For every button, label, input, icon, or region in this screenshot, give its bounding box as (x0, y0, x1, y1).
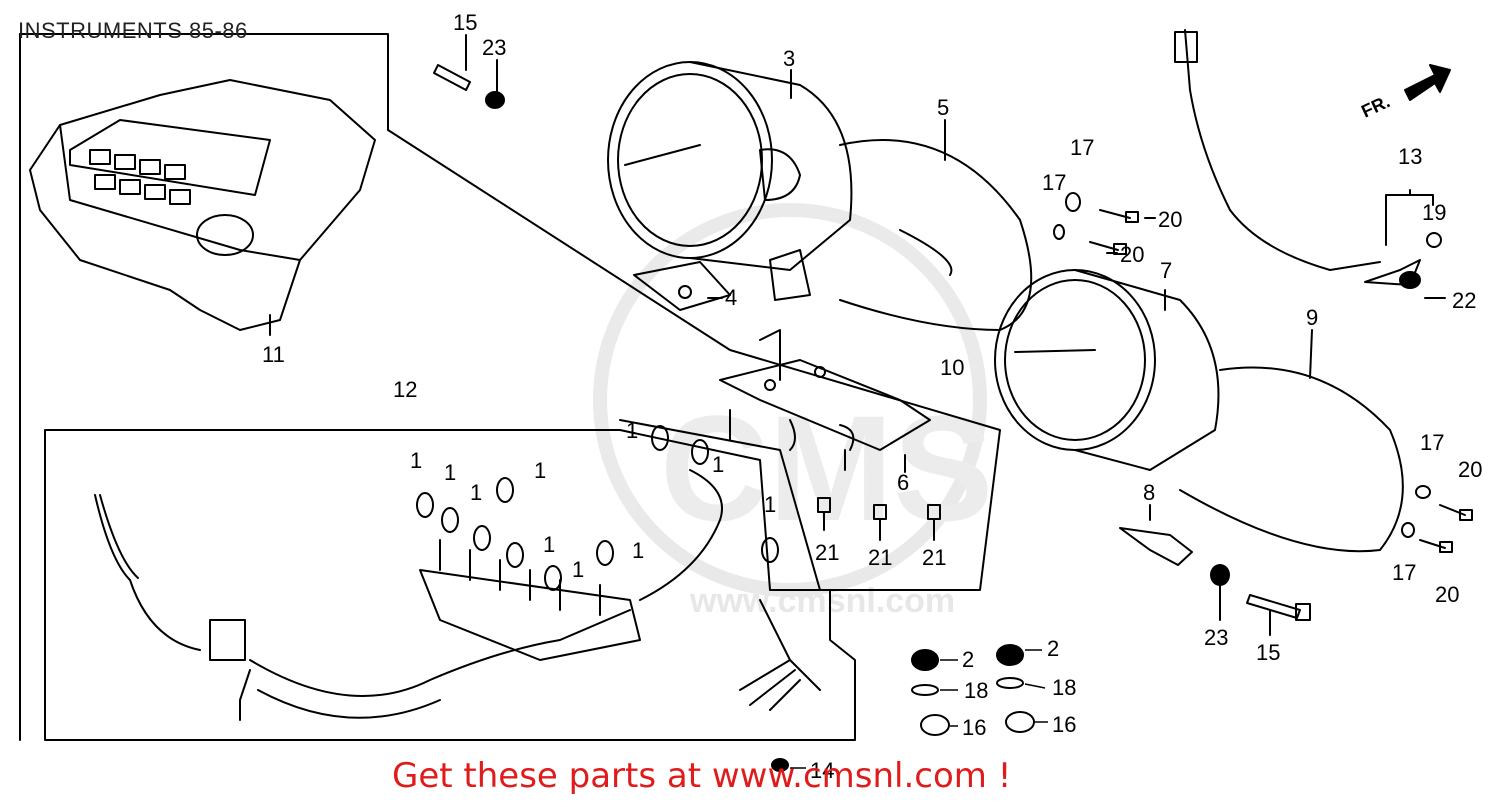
wiring-harness-part (94, 469, 821, 721)
screw-20-upper (1089, 209, 1156, 255)
callout-label: 20 (1458, 457, 1482, 482)
callout-label: 12 (393, 377, 417, 402)
callout-label: 1 (626, 418, 638, 443)
callout-label: 9 (1306, 305, 1318, 330)
callout-label: 20 (1158, 207, 1182, 232)
callout-label: 13 (1398, 144, 1422, 169)
callout-label: 2 (962, 647, 974, 672)
nut-23-lower (1210, 564, 1230, 621)
callout-label: 17 (1420, 430, 1444, 455)
callout-label: 20 (1435, 582, 1459, 607)
callout-label: 15 (453, 10, 477, 35)
nut-23-top (485, 59, 505, 109)
speedometer-cable-part (1174, 29, 1434, 286)
callout-label: 23 (482, 35, 506, 60)
cover-group-outline (299, 33, 1001, 591)
callout-label: 16 (962, 715, 986, 740)
callout-label: 3 (783, 46, 795, 71)
bulb-set (416, 425, 779, 591)
screw-21-set (817, 497, 941, 541)
grommet-22 (1399, 271, 1446, 299)
callout-label: 22 (1452, 288, 1476, 313)
tachometer-case-part (1179, 329, 1404, 553)
front-direction-arrow (1404, 64, 1451, 101)
callout-label: 16 (1052, 712, 1076, 737)
callout-label: 8 (1143, 480, 1155, 505)
callout-label: 17 (1042, 170, 1066, 195)
callout-label: 17 (1070, 135, 1094, 160)
bolt-15-top (433, 34, 471, 91)
callout-label: 1 (712, 452, 724, 477)
front-direction-label: FR. (1358, 91, 1393, 121)
callout-label: 5 (937, 95, 949, 120)
callout-label: 19 (1422, 200, 1446, 225)
callout-label: 1 (444, 460, 456, 485)
callout-label: 1 (764, 492, 776, 517)
footer-link-text: Get these parts at www.cmsnl.com ! (392, 756, 1012, 796)
callout-label: 15 (1256, 640, 1280, 665)
screw-14 (771, 758, 789, 772)
screw-20-lower (1419, 504, 1473, 553)
callout-label: 1 (543, 532, 555, 557)
speedometer-case-part (839, 119, 1033, 331)
washer-18-set (911, 677, 1024, 696)
callout-label: 2 (1047, 636, 1059, 661)
callout-label: 1 (572, 557, 584, 582)
meter-cover-part (29, 79, 376, 336)
washer-17-upper (1053, 192, 1081, 240)
bracket-8-part (1119, 504, 1193, 566)
callout-label: 4 (725, 285, 737, 310)
callout-label: 1 (470, 480, 482, 505)
washer-17-lower (1401, 485, 1431, 538)
callout-label: 11 (262, 342, 285, 367)
callout-labels: 15 23 3 5 17 17 20 20 13 19 22 4 7 9 11 … (262, 10, 1482, 783)
callout-label: 18 (964, 678, 988, 703)
cushion-16-set (920, 711, 1035, 736)
harness-group-outline (44, 429, 856, 741)
bolt-15-lower (1246, 594, 1311, 636)
page-title: INSTRUMENTS 85-86 (18, 18, 248, 43)
nut-19 (1426, 232, 1442, 248)
callout-label: 23 (1204, 625, 1228, 650)
callout-label: 1 (534, 458, 546, 483)
callout-label: 14 (810, 758, 834, 783)
speedometer-part (607, 61, 853, 301)
svg-text:CMS: CMS (660, 384, 993, 552)
callout-label: 10 (940, 355, 964, 380)
tachometer-part (994, 269, 1220, 471)
bracket-4-part (633, 261, 731, 311)
callout-label: 1 (632, 538, 644, 563)
callout-label: 7 (1160, 258, 1172, 283)
rubber-nut-2-set (911, 644, 1024, 671)
callout-label: 17 (1392, 560, 1416, 585)
callout-label: 20 (1120, 242, 1144, 267)
callout-label: 21 (922, 545, 946, 570)
watermark-text: www.cmsnl.com (689, 582, 955, 620)
callout-label: 6 (897, 470, 909, 495)
top-bracket-6-part (719, 329, 931, 473)
callout-label: 21 (815, 540, 839, 565)
callout-label: 18 (1052, 675, 1076, 700)
callout-label: 1 (410, 448, 422, 473)
callout-label: 21 (868, 545, 892, 570)
